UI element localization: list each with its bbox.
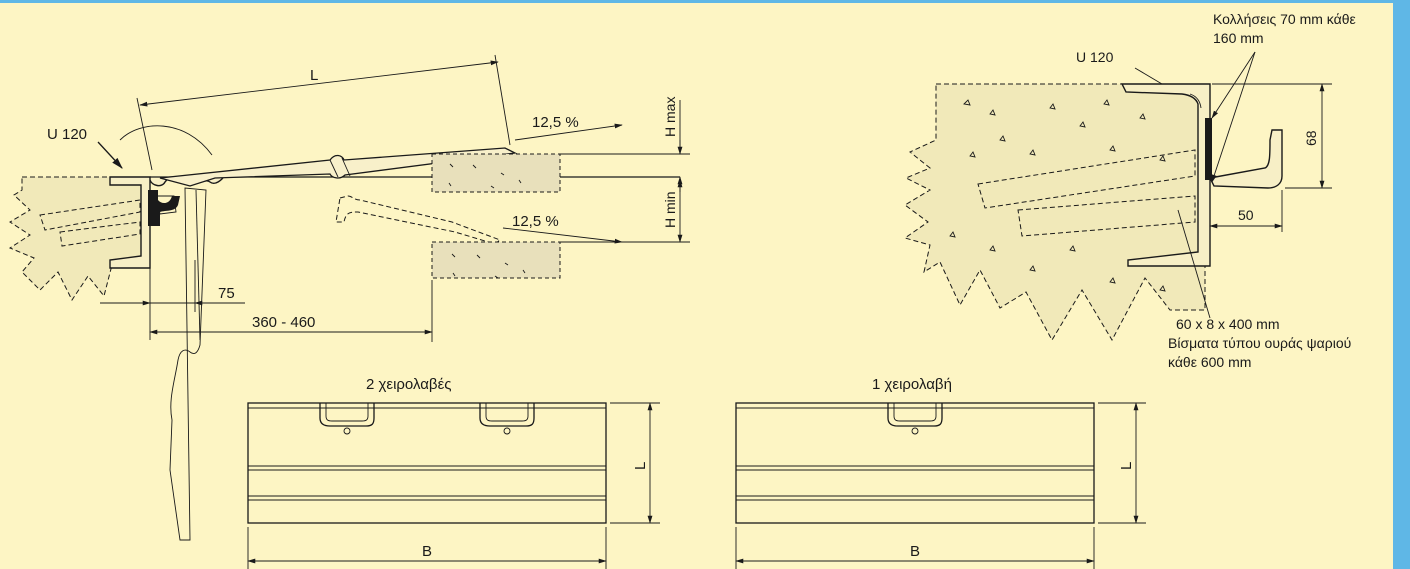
- length-label: L: [310, 67, 318, 84]
- plan-one-handle: 1 χειρολαβή L B: [735, 376, 1146, 569]
- side-accent-strip: [1393, 0, 1410, 569]
- hinge-bracket: [148, 190, 180, 226]
- lip-hook: [1208, 129, 1283, 189]
- plan-two-handles-title: 2 χειρολαβές: [366, 376, 451, 393]
- welds-label-line2: 160 mm: [1213, 30, 1264, 46]
- offset-dim-label: 75: [218, 285, 235, 302]
- welds-label-line1: Κολλήσεις 70 mm κάθε: [1213, 11, 1356, 27]
- dim-50-label: 50: [1238, 207, 1254, 223]
- u120-channel-section: [109, 176, 151, 269]
- truck-bed-lower: [431, 241, 561, 279]
- anchor-label-line3: κάθε 600 mm: [1168, 354, 1251, 370]
- plan-two-width-label: B: [422, 543, 432, 560]
- h-max-label: H max: [662, 97, 678, 137]
- top-accent-strip: [0, 0, 1410, 3]
- plan-two-length-label: L: [632, 462, 649, 470]
- u120-profile-detail: [1120, 83, 1211, 267]
- concrete-left: [8, 176, 151, 301]
- h-min-label: H min: [662, 191, 678, 228]
- lip-lowered: [335, 195, 501, 245]
- plan-one-width-label: B: [910, 543, 920, 560]
- handle-right: [479, 403, 535, 427]
- dim-68-label: 68: [1303, 130, 1319, 146]
- plan-two-handles: 2 χειρολαβές L B: [247, 376, 660, 569]
- u120-label: U 120: [47, 126, 87, 143]
- concrete-detail: [903, 83, 1206, 342]
- u120-detail-label: U 120: [1076, 49, 1114, 65]
- slope-upper-label: 12,5 %: [532, 114, 579, 131]
- detail-view: Κολλήσεις 70 mm κάθε 160 mm U 120 68 50 …: [903, 11, 1356, 370]
- truck-bed-upper: [431, 153, 561, 193]
- anchor-label-line1: 60 x 8 x 400 mm: [1176, 316, 1280, 332]
- handle-left: [319, 403, 375, 427]
- handle-center: [887, 403, 943, 427]
- plan-one-length-label: L: [1118, 462, 1135, 470]
- leveler-deck: [159, 147, 518, 187]
- lip-hanging: [169, 187, 207, 541]
- slope-lower-label: 12,5 %: [512, 213, 559, 230]
- anchor-label-line2: Βίσματα τύπου ουράς ψαριού: [1168, 335, 1351, 351]
- section-view: H max H min 12,5 % 12,5 % L U 120 75 360…: [8, 54, 690, 541]
- range-dim-label: 360 - 460: [252, 314, 315, 331]
- plan-one-handle-title: 1 χειρολαβή: [872, 376, 952, 393]
